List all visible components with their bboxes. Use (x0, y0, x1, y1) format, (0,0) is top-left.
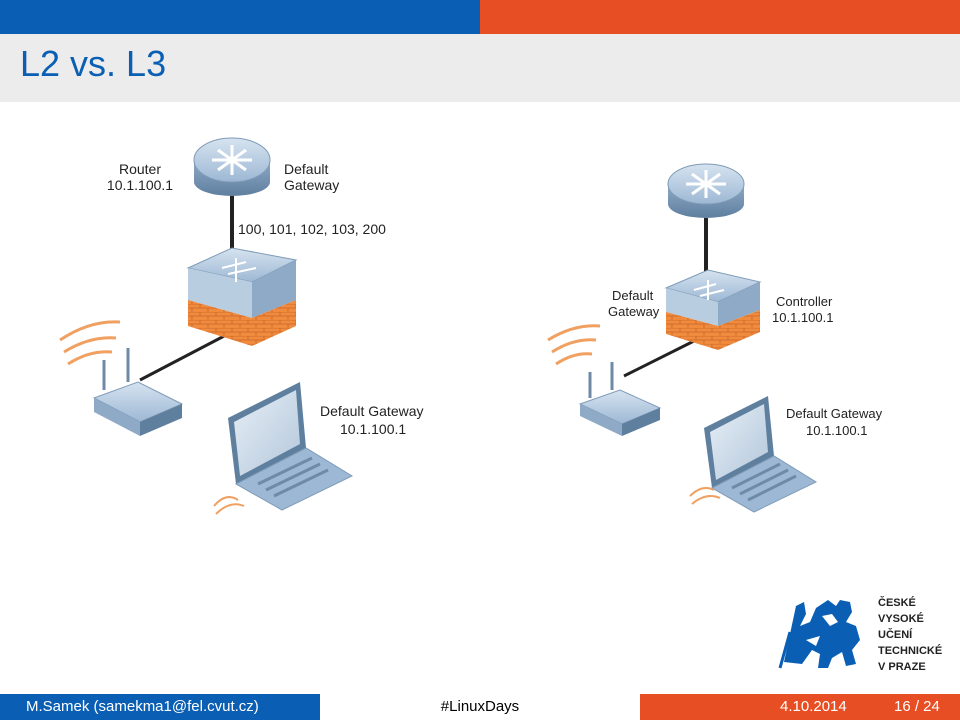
footer-date: 4.10.2014 (780, 698, 847, 715)
cvut-logo: ČESKÉ VYSOKÉ UČENÍ TECHNICKÉ V PRAZE (776, 592, 960, 674)
right-laptop-icon (689, 396, 818, 513)
right-router-icon (667, 163, 745, 218)
laptop-icon (213, 382, 354, 515)
title-bar (0, 34, 960, 102)
right-access-point-icon (547, 324, 662, 436)
logo-line-1: ČESKÉ (878, 596, 916, 609)
footer-right: 4.10.2014 16 / 24 (640, 694, 960, 720)
router-icon (193, 137, 271, 196)
top-bar (0, 0, 960, 34)
router-label: Router (119, 161, 161, 177)
left-gateway-label-line1: Default (284, 161, 328, 177)
left-gateway-label-line2: Gateway (284, 177, 339, 193)
footer-author: M.Samek (samekma1@fel.cvut.cz) (26, 698, 259, 715)
slide-footer: M.Samek (samekma1@fel.cvut.cz) #LinuxDay… (0, 694, 960, 720)
firewall-switch-icon (186, 247, 298, 346)
access-point-icon (59, 320, 184, 436)
top-bar-orange (480, 0, 960, 34)
footer-page-number: 16 / 24 (894, 698, 940, 715)
network-diagram: Router 10.1.100.1 Default Gateway 100, 1… (59, 137, 883, 515)
left-client-gateway-ip: 10.1.100.1 (340, 421, 406, 437)
left-client-gateway-label: Default Gateway (320, 403, 424, 419)
logo-line-2: VYSOKÉ (878, 612, 924, 625)
switch-ap-link (139, 332, 229, 382)
right-client-gateway-label: Default Gateway (786, 406, 883, 421)
controller-icon (664, 269, 762, 350)
logo-line-3: UČENÍ (878, 628, 913, 641)
footer-left: M.Samek (samekma1@fel.cvut.cz) (0, 694, 320, 720)
footer-event: #LinuxDays (440, 698, 520, 715)
top-bar-blue (0, 0, 480, 34)
controller-label: Controller (776, 294, 833, 309)
logo-line-4: TECHNICKÉ (878, 644, 942, 657)
left-diagram: Router 10.1.100.1 Default Gateway 100, 1… (59, 137, 424, 515)
right-gateway-label-line2: Gateway (608, 304, 660, 319)
logo-line-5: V PRAZE (878, 661, 926, 673)
footer-middle: #LinuxDays (320, 694, 640, 720)
right-diagram: Default Gateway Controller 10.1.100.1 De… (547, 163, 883, 513)
slide-title: L2 vs. L3 (20, 43, 167, 84)
router-ip: 10.1.100.1 (107, 177, 173, 193)
cvut-lion-emblem: ČESKÉ VYSOKÉ UČENÍ TECHNICKÉ V PRAZE (778, 596, 942, 673)
right-client-gateway-ip: 10.1.100.1 (806, 423, 867, 438)
controller-ap-link (623, 338, 697, 378)
vlan-list: 100, 101, 102, 103, 200 (238, 221, 386, 237)
controller-ip: 10.1.100.1 (772, 310, 833, 325)
right-gateway-label-line1: Default (612, 288, 654, 303)
